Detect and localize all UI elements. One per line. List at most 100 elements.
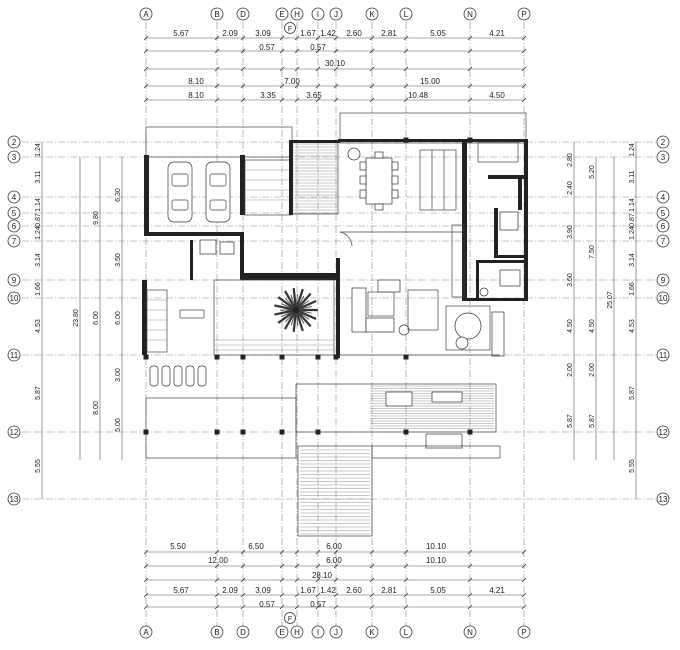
column-bubble [210, 7, 224, 21]
column-bubble [311, 625, 325, 639]
column-bubble [463, 625, 477, 639]
column [214, 429, 220, 435]
bottom-dim-10: 3.09 [255, 586, 271, 595]
column [143, 429, 149, 435]
column [467, 429, 473, 435]
row-bubble [7, 135, 21, 149]
top-dim-18: 10.48 [408, 91, 429, 100]
top-dim-11: 0.57 [310, 43, 326, 52]
right-dim-20: 4.53 [629, 319, 636, 333]
top-dim-19: 4.50 [489, 91, 505, 100]
right-dim-2: 2.40 [567, 181, 574, 195]
entrance-steps [213, 279, 335, 356]
row-bubble-label: 4 [661, 193, 666, 202]
row-bubble [656, 219, 670, 233]
bottom-dim-4: 10.10 [426, 542, 447, 551]
left-dim-17: 6.00 [93, 311, 100, 325]
bottom-dim-13: 2.60 [346, 586, 362, 595]
column-bubble-label: D [240, 10, 246, 19]
row-bubble [656, 492, 670, 506]
right-dimension-chains: 2.80 2.40 3.90 3.60 4.50 2.00 5.87 5.20 … [567, 142, 637, 499]
column-bubble-label: E [279, 10, 284, 19]
row-bubble [7, 492, 21, 506]
top-dim-10: 0.57 [259, 43, 275, 52]
column-bubble-label: B [214, 628, 219, 637]
column-bubble [517, 625, 531, 639]
row-bubble-label: 6 [12, 222, 17, 231]
right-dim-15: 1.14 [629, 198, 636, 212]
bottom-dim-2: 6.50 [248, 542, 264, 551]
row-bubble-label: 5 [12, 209, 17, 218]
bottom-dim-7: 10.10 [426, 556, 447, 565]
left-dim-8: 4.53 [35, 319, 42, 333]
bottom-dim-5: 12.00 [208, 556, 229, 565]
left-dim-14: 3.00 [115, 368, 122, 382]
bottom-dim-12: 1.42 [320, 586, 336, 595]
column-bubble-label: K [369, 628, 375, 637]
column-bubble-label: B [214, 10, 219, 19]
motorbike-icons [149, 365, 207, 387]
column-bubble [365, 7, 379, 21]
left-dim-3: 1.14 [35, 198, 42, 212]
row-bubble [656, 206, 670, 220]
left-dim-5: 1.24 [35, 226, 42, 240]
left-dim-13: 6.00 [115, 311, 122, 325]
bottom-dim-total: 28.10 [312, 571, 333, 580]
column-bubble [275, 7, 289, 21]
row-bubble [656, 273, 670, 287]
column-bubble-label: A [143, 10, 149, 19]
left-dim-total: 23.80 [73, 309, 80, 327]
top-dim-14: 15.00 [420, 77, 441, 86]
row-bubble [656, 135, 670, 149]
column-bubble-label: L [404, 10, 409, 19]
bottom-dim-18: 0.57 [310, 600, 326, 609]
bottom-dim-15: 5.05 [430, 586, 446, 595]
top-dim-total: 30.10 [325, 59, 346, 68]
bottom-dim-8: 5.67 [173, 586, 189, 595]
top-dim-5: 1.42 [320, 29, 336, 38]
row-bubble [7, 190, 21, 204]
row-bubble-label: 9 [661, 276, 666, 285]
palm-tree-icon [274, 288, 318, 332]
row-bubble [7, 273, 21, 287]
plant-icon [347, 147, 361, 161]
right-dim-19: 1.66 [629, 282, 636, 296]
left-dim-1: 1.24 [35, 143, 42, 157]
top-dim-17: 3.65 [306, 91, 322, 100]
left-dim-9: 5.87 [35, 386, 42, 400]
row-bubble [7, 150, 21, 164]
top-dim-7: 2.81 [381, 29, 397, 38]
row-bubble-label: 2 [661, 138, 666, 147]
bottom-dim-6: 6.00 [326, 556, 342, 565]
marker-f-top: F [288, 26, 292, 33]
left-dim-7: 1.66 [35, 282, 42, 296]
row-bubble-label: 7 [661, 237, 666, 246]
structural-columns [143, 137, 473, 435]
left-dim-2: 3.11 [35, 170, 42, 183]
bottom-dim-16: 4.21 [489, 586, 505, 595]
right-dim-21: 5.87 [629, 386, 636, 400]
column [403, 354, 409, 360]
column-bubble-label: H [294, 628, 300, 637]
column-bubble [463, 7, 477, 21]
right-dim-10: 4.50 [589, 319, 596, 333]
row-bubble [656, 234, 670, 248]
row-bubble-label: 13 [10, 495, 19, 504]
column-bubble [139, 7, 153, 21]
bottom-dim-17: 0.57 [259, 600, 275, 609]
left-dim-18: 8.00 [93, 401, 100, 415]
right-dim-12: 5.87 [589, 414, 596, 428]
row-bubble-label: 7 [12, 237, 17, 246]
column-bubble [329, 7, 343, 21]
right-dim-22: 5.55 [629, 459, 636, 473]
row-bubble [7, 425, 21, 439]
column [143, 354, 149, 360]
column-bubble [311, 7, 325, 21]
hatched-void [289, 140, 340, 215]
column-bubble-label: P [521, 628, 526, 637]
column-bubble-label: A [143, 628, 149, 637]
column-bubble [290, 625, 304, 639]
top-dim-1: 5.67 [173, 29, 189, 38]
